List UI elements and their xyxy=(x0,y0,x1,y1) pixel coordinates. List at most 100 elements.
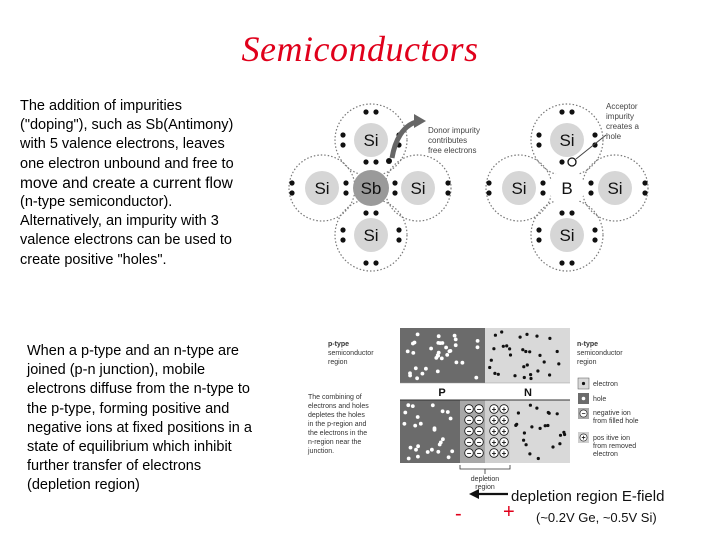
hole-dot xyxy=(415,415,420,419)
efield-label: depletion region E-field xyxy=(511,488,664,505)
hole-dot xyxy=(452,333,457,338)
hole-pointer xyxy=(575,134,607,160)
electron-dot xyxy=(538,426,542,430)
legend-pos-ion: from removed xyxy=(593,443,636,450)
hole-dot xyxy=(410,404,415,408)
svg-text:−: − xyxy=(467,427,472,436)
svg-text:−: − xyxy=(477,449,482,458)
si-atom xyxy=(502,171,536,205)
electron-dot xyxy=(528,350,532,354)
hole-dot xyxy=(474,375,479,380)
junction-paragraph: When a p-type and an n-type are joined (… xyxy=(27,342,287,496)
combining-text: n-region near the xyxy=(308,439,361,446)
si-label: Si xyxy=(559,226,574,245)
legend-neg-ion: from filled hole xyxy=(593,418,639,425)
electron-dot xyxy=(562,430,566,434)
electron-dot xyxy=(536,456,540,461)
efield-annotation: - + depletion region E-field (~0.2V Ge, … xyxy=(455,488,664,525)
electron-dot xyxy=(489,358,493,362)
plus-sign: + xyxy=(503,501,515,523)
junction-legend: electron hole − negative ion from filled… xyxy=(577,377,639,458)
hole-dot xyxy=(445,353,450,357)
electron-dot xyxy=(525,332,529,336)
hole-dot xyxy=(402,421,407,426)
electron-dot xyxy=(528,452,532,456)
electron-dot xyxy=(513,374,517,378)
svg-text:+: + xyxy=(492,427,497,436)
hole-dot xyxy=(448,416,453,421)
si-atom xyxy=(354,218,388,252)
hole-dot xyxy=(412,340,417,345)
svg-text:−: − xyxy=(477,438,482,447)
electron-dot xyxy=(557,362,561,366)
depletion-label: depletion xyxy=(471,476,500,483)
pn-junction-diagram: −− −− −− −− −− ++ ++ ++ ++ ++ P N p-type… xyxy=(307,328,639,491)
svg-text:−: − xyxy=(477,405,482,414)
svg-text:+: + xyxy=(581,435,585,442)
hole-dots xyxy=(402,332,480,461)
hole-dot xyxy=(411,351,416,355)
si-atom xyxy=(354,123,388,157)
hole-dot xyxy=(436,334,441,339)
si-atom xyxy=(550,123,584,157)
combining-text: The combining of xyxy=(308,394,362,401)
hole-dot xyxy=(425,450,430,454)
hole-dot xyxy=(406,456,411,461)
electron-dot xyxy=(493,371,497,375)
acceptor-note: Acceptor xyxy=(606,102,638,111)
legend-pos-ion: electron xyxy=(593,451,618,458)
si-atom xyxy=(401,171,435,205)
n-type-label: semiconductor xyxy=(577,350,623,357)
electron-dot xyxy=(543,424,547,428)
electron-dot xyxy=(514,423,518,427)
svg-text:+: + xyxy=(502,449,507,458)
hole-dot xyxy=(424,366,428,371)
electron-dot xyxy=(524,443,528,447)
b-dopant-atom xyxy=(549,170,585,206)
svg-text:−: − xyxy=(467,438,472,447)
hole-dot xyxy=(432,427,437,432)
combining-text: junction. xyxy=(307,448,334,455)
svg-text:+: + xyxy=(502,427,507,436)
p-region-bottom xyxy=(400,400,460,463)
electron-dot xyxy=(551,445,555,449)
p-label: P xyxy=(438,387,445,399)
hole-dot xyxy=(438,440,443,445)
doping-line: with 5 valence electrons, leaves xyxy=(20,136,225,153)
si-atom xyxy=(550,218,584,252)
svg-text:+: + xyxy=(502,405,507,414)
legend-neg-ion: negative ion xyxy=(593,410,631,417)
electron-dot xyxy=(508,347,512,351)
orbit-ring xyxy=(384,154,452,222)
doping-paragraph: The addition of impurities ("doping"), s… xyxy=(20,97,282,270)
hole-dot xyxy=(448,349,453,353)
electron-dot xyxy=(548,373,552,377)
electron-dot xyxy=(508,353,513,357)
hole-dot xyxy=(408,373,412,378)
doping-line: (n-type semiconductor). xyxy=(20,194,173,211)
si-atom xyxy=(305,171,339,205)
hole-dot xyxy=(416,444,420,449)
electron-dot xyxy=(546,423,550,428)
n-type-label: n-type xyxy=(577,341,598,348)
hole-dot xyxy=(430,447,434,452)
n-label: N xyxy=(524,387,532,399)
hole-dot xyxy=(445,410,450,414)
hole-dot xyxy=(415,332,420,337)
junction-line: negative ions at fixed positions in a xyxy=(27,419,252,436)
junction-line: the p-type, forming positive and xyxy=(27,400,230,417)
si-label: Si xyxy=(607,179,622,198)
hole-dot xyxy=(435,369,440,374)
n-region-bottom xyxy=(510,400,570,463)
b-label: B xyxy=(561,179,572,198)
p-type-label: region xyxy=(328,359,348,366)
combining-text: in the p-region and xyxy=(308,421,366,428)
svg-text:+: + xyxy=(502,438,507,447)
doping-line: Alternatively, an impurity with 3 xyxy=(20,213,219,230)
hole-dot xyxy=(436,449,441,454)
hole-dot xyxy=(406,403,411,408)
hole-dot xyxy=(403,410,408,415)
electron-dot xyxy=(547,411,551,415)
si-label: Si xyxy=(410,179,425,198)
